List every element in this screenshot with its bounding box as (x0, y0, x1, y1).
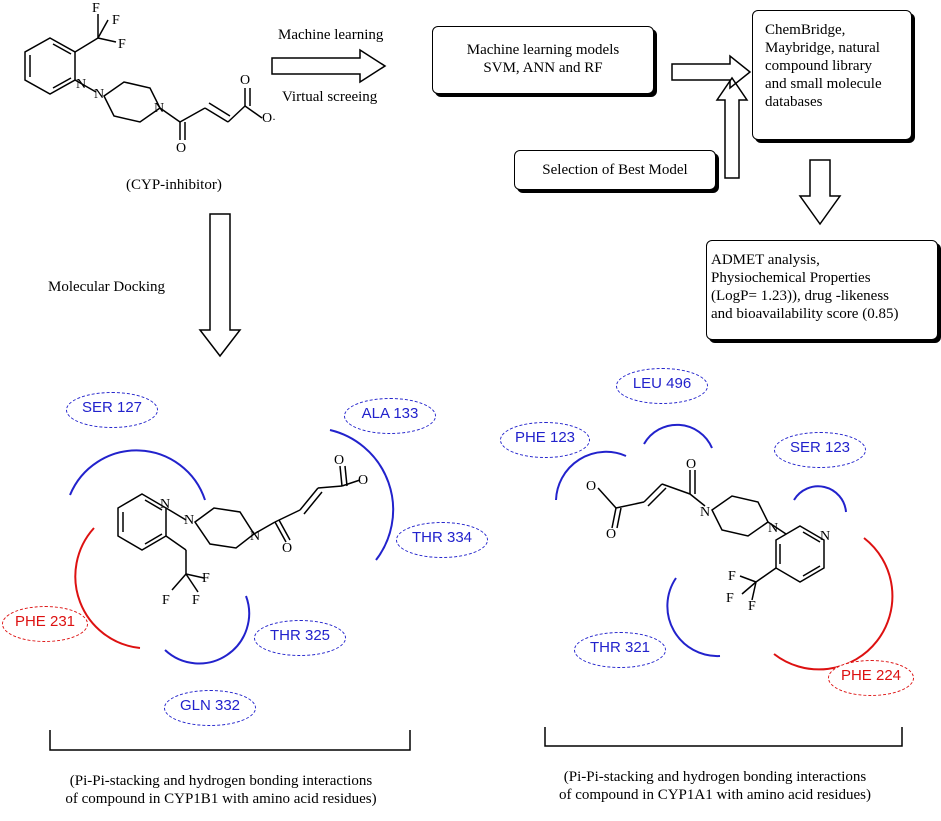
residue-ser123: SER 123 (774, 432, 866, 468)
arc-phe224 (773, 537, 894, 671)
a1-atom-n-pyr: N (820, 529, 831, 544)
libraries-box: ChemBridge, Maybridge, natural compound … (752, 10, 912, 140)
atom-o-carbonyl: O (176, 141, 187, 156)
b1-atom-f3: F (202, 571, 210, 586)
arc-leu496 (643, 423, 713, 449)
admet-box: ADMET analysis, Physiochemical Propertie… (706, 240, 938, 340)
up-arrow (715, 76, 749, 179)
arc-gln332 (164, 595, 251, 665)
arc-phe123 (555, 450, 627, 501)
residue-ala133: ALA 133 (344, 398, 436, 434)
to-libraries-arrow (671, 54, 752, 90)
vs-label: Virtual screeing (282, 89, 378, 105)
residue-phe231: PHE 231 (2, 606, 88, 642)
atom-f3: F (118, 37, 126, 52)
atom-n1: N (94, 87, 105, 102)
residue-thr334: THR 334 (396, 522, 488, 558)
atom-f1: F (92, 1, 100, 16)
a1-atom-f3: F (726, 591, 734, 606)
arc-phe231 (74, 527, 141, 649)
ml-label: Machine learning (278, 27, 384, 43)
inhibitor-label: (CYP-inhibitor) (126, 177, 222, 193)
residue-thr321: THR 321 (574, 632, 666, 668)
a1-atom-f2: F (748, 599, 756, 614)
atom-o-acid: O (240, 73, 251, 88)
down-arrow (798, 159, 842, 226)
b1-atom-n2: N (250, 529, 261, 544)
cyp1b1-ligand (117, 465, 361, 593)
residue-phe123: PHE 123 (500, 422, 590, 458)
atom-f2: F (112, 13, 120, 28)
atom-n2: N (154, 101, 165, 116)
a1-atom-n2: N (768, 521, 779, 536)
a1-atom-o-acid: O (606, 527, 617, 542)
inhibitor-structure (24, 14, 263, 140)
cyp1a1-ligand (597, 470, 825, 601)
b1-atom-o-carbonyl: O (282, 541, 293, 556)
arc-ser123 (793, 485, 847, 513)
arc-ala133 (329, 429, 395, 561)
b1-atom-f1: F (192, 593, 200, 608)
a1-atom-n1: N (700, 505, 711, 520)
atom-o-minus: O (262, 111, 273, 126)
atom-n-pyridine: N (76, 77, 87, 92)
a1-atom-o-minus: O (586, 479, 597, 494)
caption-cyp1a1: (Pi-Pi-stacking and hydrogen bonding int… (558, 769, 872, 803)
ml-models-box: Machine learning models SVM, ANN and RF (432, 26, 654, 94)
bracket-cyp1b1 (49, 730, 411, 751)
caption-cyp1b1: (Pi-Pi-stacking and hydrogen bonding int… (65, 773, 377, 807)
residue-leu496: LEU 496 (616, 368, 708, 404)
docking-arrow (198, 213, 242, 358)
a1-atom-o-carbonyl: O (686, 457, 697, 472)
residue-thr325: THR 325 (254, 620, 346, 656)
best-model-box: Selection of Best Model (514, 150, 716, 190)
docking-label: Molecular Docking (48, 279, 166, 295)
a1-atom-f1: F (728, 569, 736, 584)
b1-atom-n-pyr: N (160, 497, 171, 512)
residue-ser127: SER 127 (66, 392, 158, 428)
b1-atom-n1: N (184, 513, 195, 528)
ml-arrow (271, 48, 387, 84)
bracket-cyp1a1 (544, 727, 903, 747)
residue-phe224: PHE 224 (828, 660, 914, 696)
arc-thr321 (666, 577, 721, 658)
arc-ser127 (69, 449, 206, 501)
b1-atom-o-acid: O (334, 453, 345, 468)
b1-atom-f2: F (162, 593, 170, 608)
b1-atom-o-minus: O (358, 473, 369, 488)
residue-gln332: GLN 332 (164, 690, 256, 726)
